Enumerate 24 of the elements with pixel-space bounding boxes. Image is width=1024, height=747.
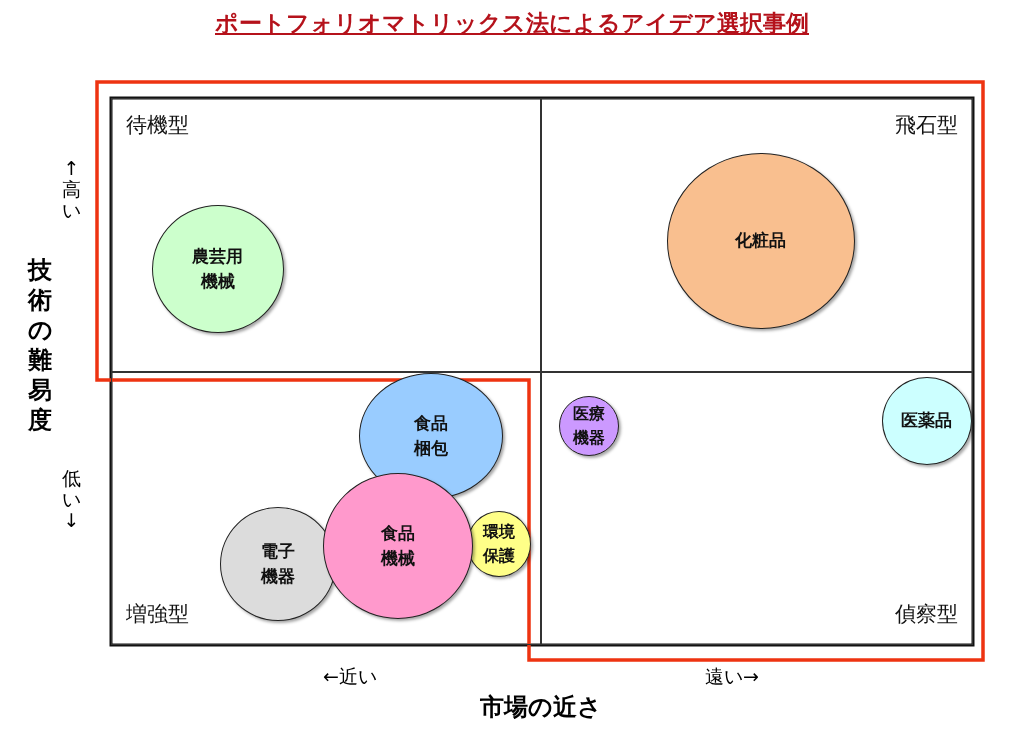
quadrant-label: 飛石型: [895, 112, 958, 139]
bubble-label: 化粧品: [734, 229, 788, 253]
axis-title: 市場の近さ: [480, 692, 602, 723]
axis-label: ↑高い: [62, 158, 81, 221]
bubble-label: 電子機器: [260, 539, 296, 588]
axis-label: 低い↓: [62, 468, 81, 531]
quadrant: [541, 372, 973, 645]
title: ポートフォリオマトリックス法によるアイデア選択事例: [215, 10, 809, 36]
axis-label: 遠い→: [705, 664, 759, 689]
quadrant-label: 偵察型: [895, 601, 958, 628]
axis-title: 技術の難易度: [28, 255, 52, 435]
bubble-label: 医療機器: [572, 403, 606, 449]
bubble: [559, 396, 619, 456]
quadrant: [541, 98, 973, 372]
quadrant: [111, 372, 541, 645]
quadrant: [111, 98, 541, 372]
bubble-label: 環境保護: [481, 521, 516, 567]
axis-label: ←近い: [323, 664, 377, 689]
bubble-label: 医薬品: [900, 409, 954, 433]
bubble-label: 農芸用機械: [191, 244, 245, 293]
quadrant-label: 増強型: [126, 601, 189, 628]
bubble-label: 食品機械: [380, 521, 416, 570]
bubble-label: 食品梱包: [413, 411, 449, 460]
quadrant-label: 待機型: [126, 112, 189, 139]
